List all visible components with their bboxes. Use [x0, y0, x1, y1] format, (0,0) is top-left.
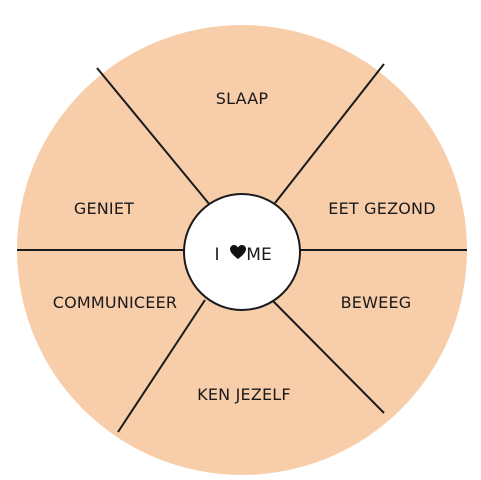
divider-top-right	[274, 63, 385, 204]
center-text-me: ME	[246, 245, 271, 265]
divider-bottom-left	[117, 299, 206, 433]
divider-bottom-right	[272, 300, 385, 414]
segment-label-ken-jezelf: KEN JEZELF	[197, 385, 291, 404]
segment-label-eet-gezond: EET GEZOND	[328, 199, 435, 218]
segment-label-geniet: GENIET	[74, 199, 134, 218]
segment-label-slaap: SLAAP	[216, 89, 269, 108]
heart-icon	[230, 245, 246, 259]
divider-top-left	[96, 67, 211, 206]
segment-dividers	[17, 63, 467, 433]
segment-label-beweeg: BEWEEG	[341, 293, 412, 312]
segment-label-communiceer: COMMUNICEER	[53, 293, 177, 312]
center-text-i: I	[214, 245, 219, 265]
